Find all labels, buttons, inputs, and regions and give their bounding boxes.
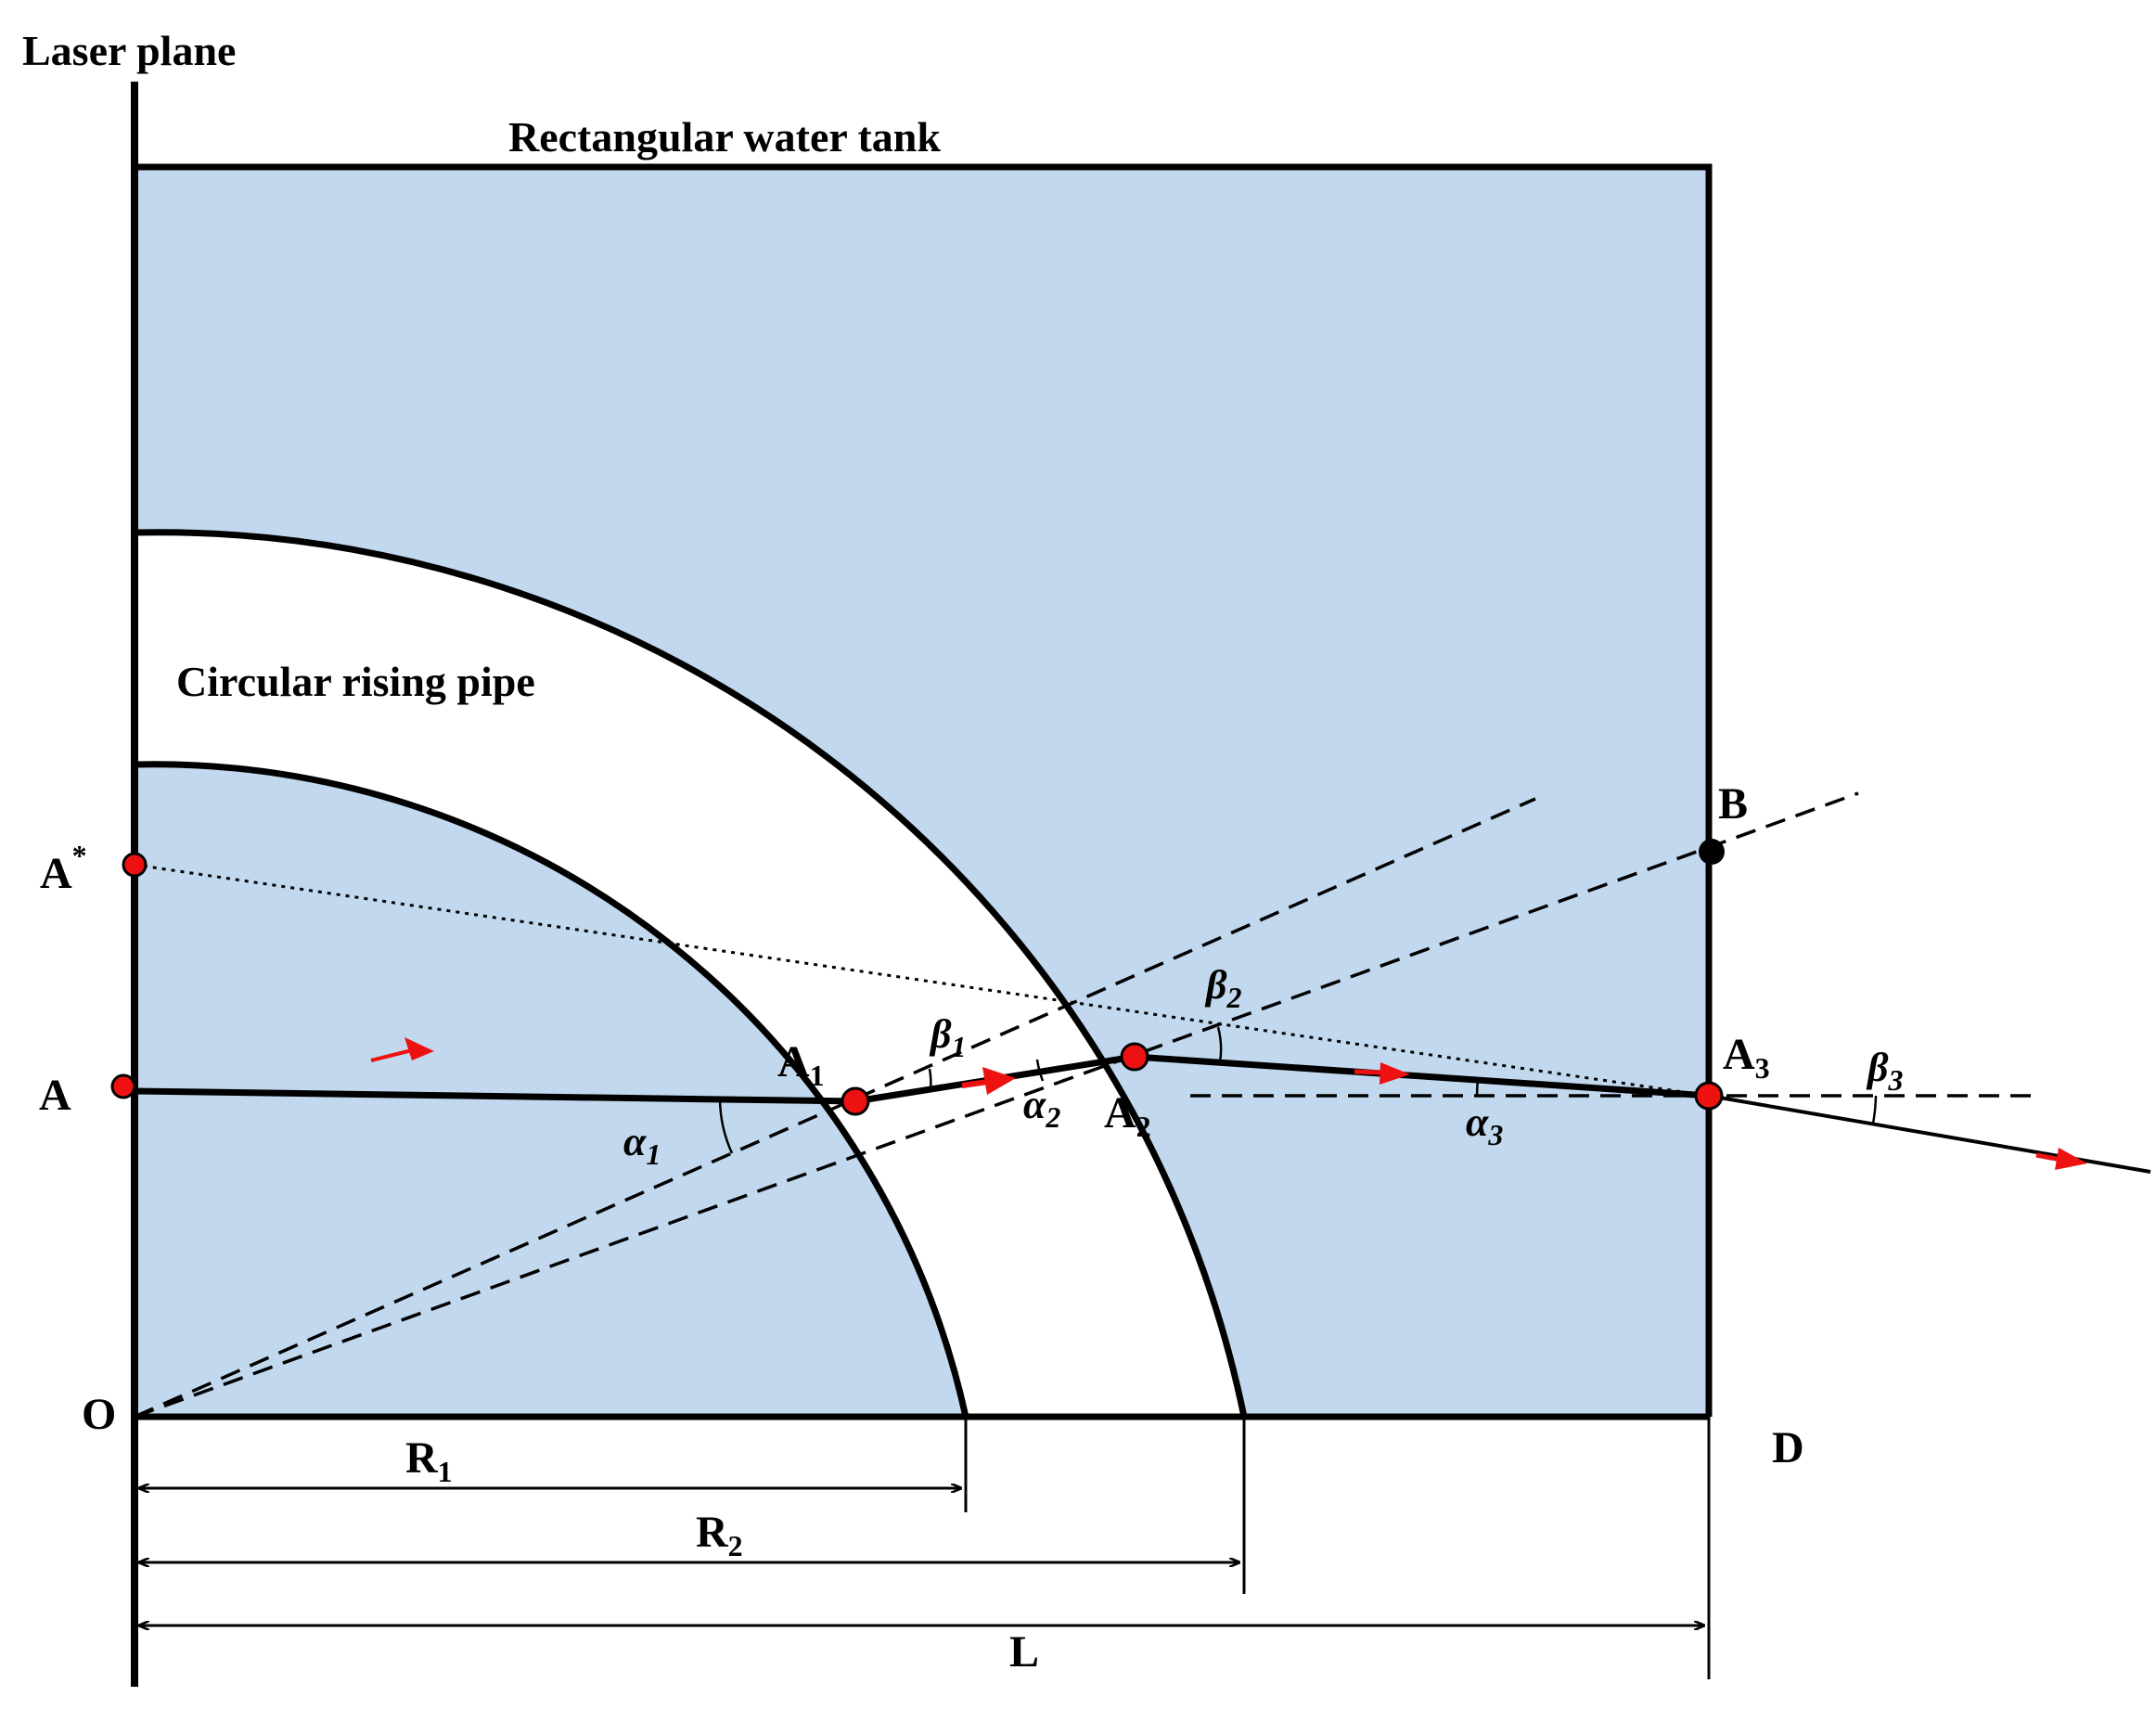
arc-alpha1 xyxy=(718,1099,734,1154)
point-a3-label: A3 xyxy=(1723,1030,1770,1085)
point-b-marker xyxy=(1699,839,1725,865)
point-a1-label: A1 xyxy=(777,1037,825,1092)
pipe-wall xyxy=(135,532,1244,1417)
point-a-label: A xyxy=(39,1071,71,1120)
point-a3-marker xyxy=(1694,1081,1724,1111)
direction-arrow-pipe-wall xyxy=(961,1067,1016,1095)
angle-beta1-label: β1 xyxy=(929,1011,967,1063)
arc-alpha3 xyxy=(1475,1078,1480,1097)
pipe-label: Circular rising pipe xyxy=(176,658,535,705)
pipe-outer-boundary xyxy=(134,529,1248,1418)
dimension-l-label: L xyxy=(1009,1627,1039,1677)
normal-line-a1 xyxy=(134,797,1536,1419)
point-a2-label: A2 xyxy=(1104,1088,1151,1143)
tank-top-right-walls xyxy=(135,163,1713,1417)
laser-plane-label: Laser plane xyxy=(22,27,236,74)
point-b-label: B xyxy=(1718,779,1748,829)
angle-alpha3-label: α3 xyxy=(1466,1099,1503,1151)
normal-line-a2-to-b xyxy=(134,791,1859,1419)
arc-beta2 xyxy=(1216,1026,1223,1063)
angle-alpha1-label: α1 xyxy=(623,1119,661,1171)
point-a-marker xyxy=(110,1073,136,1099)
angle-alpha2-label: α2 xyxy=(1023,1082,1060,1134)
point-a1-marker xyxy=(841,1086,870,1116)
point-a-star-marker xyxy=(122,852,148,878)
angle-beta3-label: β3 xyxy=(1866,1045,1904,1097)
arc-alpha2 xyxy=(1035,1059,1045,1082)
point-o-label: O xyxy=(82,1390,116,1439)
arc-beta3 xyxy=(1871,1095,1878,1124)
point-a-star-label: A* xyxy=(40,839,87,898)
dimension-r2-label: R2 xyxy=(696,1508,743,1562)
tank-label: Rectangular water tank xyxy=(508,113,941,161)
point-d-label: D xyxy=(1772,1423,1804,1472)
direction-arrow-incident xyxy=(370,1037,434,1062)
direction-arrow-exit xyxy=(2035,1148,2087,1170)
exit-ray xyxy=(1708,1094,2151,1174)
point-a2-marker xyxy=(1120,1042,1149,1072)
angle-beta2-label: β2 xyxy=(1204,962,1242,1014)
dimension-r1-label: R1 xyxy=(405,1433,453,1488)
direction-arrow-water xyxy=(1354,1062,1410,1085)
